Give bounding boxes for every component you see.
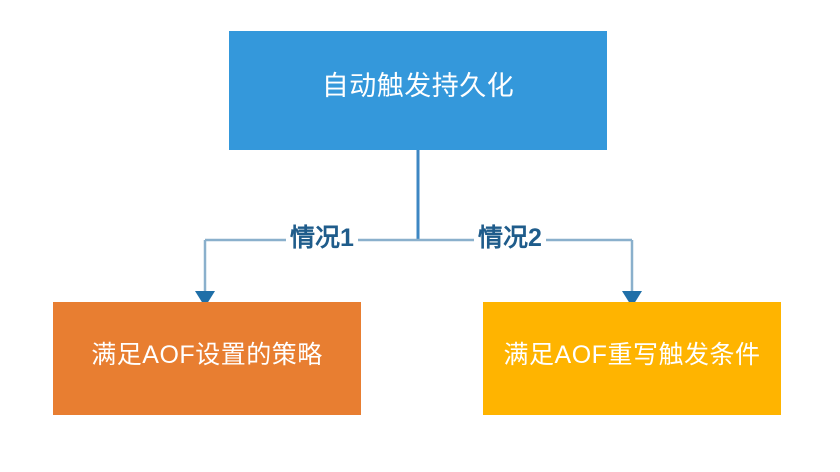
node-left-label: 满足AOF设置的策略 xyxy=(91,341,323,369)
node-aof-rewrite-condition-satisfied[interactable]: 满足AOF重写触发条件 xyxy=(483,302,781,415)
node-right-label: 满足AOF重写触发条件 xyxy=(503,341,761,369)
edge-label-case-2: 情况2 xyxy=(474,226,546,251)
node-root-label: 自动触发持久化 xyxy=(321,71,515,101)
edge-label-case-1: 情况1 xyxy=(286,226,358,251)
node-aof-policy-satisfied[interactable]: 满足AOF设置的策略 xyxy=(53,302,361,415)
node-auto-trigger-persistence[interactable]: 自动触发持久化 xyxy=(229,31,607,150)
